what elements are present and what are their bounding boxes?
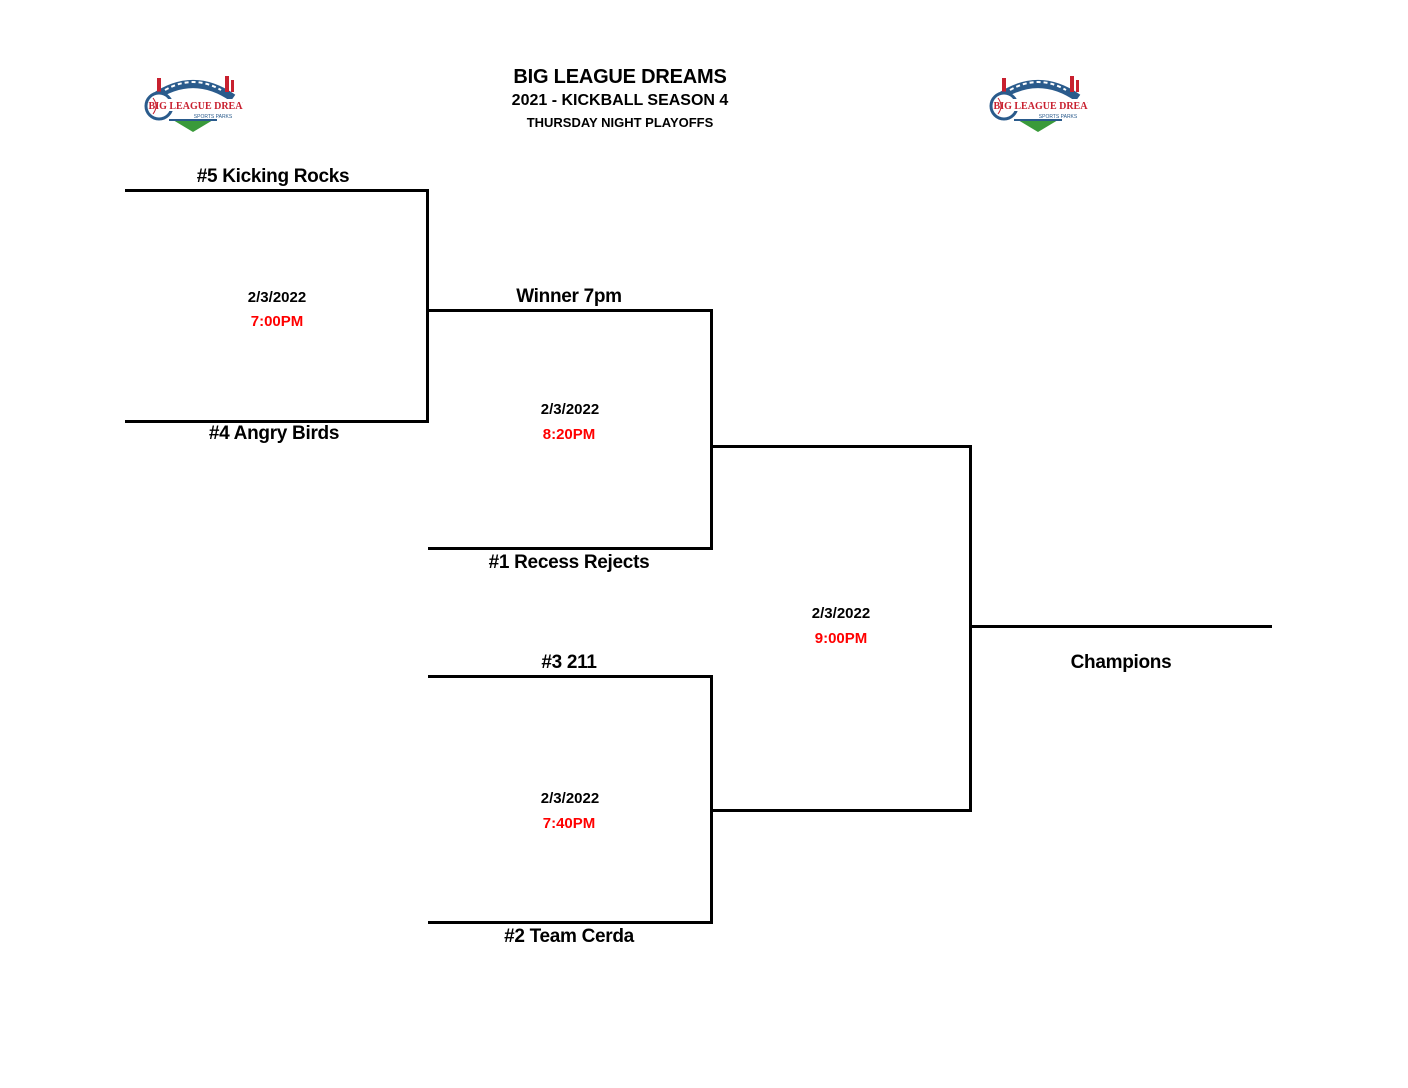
bracket-line [426,189,429,423]
bracket-line [428,547,713,550]
bracket-line [710,309,713,550]
game-time: 9:00PM [814,630,868,647]
page-title: BIG LEAGUE DREAMS [513,66,727,88]
champions-label: Champions [1070,652,1172,673]
team-kicking-rocks: #5 Kicking Rocks [196,166,350,187]
bracket-line [971,625,1272,628]
game-date: 2/3/2022 [247,289,307,306]
bracket-line [428,675,713,678]
team-211: #3 211 [541,652,597,673]
game-date: 2/3/2022 [811,605,871,622]
game-date: 2/3/2022 [540,401,600,418]
season-subtitle: 2021 - KICKBALL SEASON 4 [511,92,729,109]
big-league-dreams-logo-left: BIG LEAGUE DREAMS SPORTS PARKS [144,76,243,132]
bracket-line [428,309,713,312]
logo-icon: BIG LEAGUE DREAMS SPORTS PARKS [989,76,1088,132]
bracket-line [712,809,972,812]
svg-text:SPORTS PARKS: SPORTS PARKS [194,114,233,120]
team-winner-7pm: Winner 7pm [516,286,622,307]
bracket-line [712,445,972,448]
big-league-dreams-logo-right: BIG LEAGUE DREAMS SPORTS PARKS [989,76,1088,132]
bracket-line [969,445,972,812]
bracket-line [710,675,713,924]
team-angry-birds: #4 Angry Birds [208,423,340,444]
team-team-cerda: #2 Team Cerda [504,926,634,947]
game-time: 7:00PM [250,313,304,330]
game-date: 2/3/2022 [540,790,600,807]
event-subtitle: THURSDAY NIGHT PLAYOFFS [526,115,714,130]
game-time: 8:20PM [542,426,596,443]
svg-text:BIG LEAGUE DREAMS: BIG LEAGUE DREAMS [994,101,1088,112]
svg-text:BIG LEAGUE DREAMS: BIG LEAGUE DREAMS [149,101,243,112]
game-time: 7:40PM [542,815,596,832]
bracket-line [428,921,713,924]
bracket-line [125,420,429,423]
team-recess-rejects: #1 Recess Rejects [488,552,650,573]
bracket-line [125,189,429,192]
svg-text:SPORTS PARKS: SPORTS PARKS [1039,114,1078,120]
logo-icon: BIG LEAGUE DREAMS SPORTS PARKS [144,76,243,132]
